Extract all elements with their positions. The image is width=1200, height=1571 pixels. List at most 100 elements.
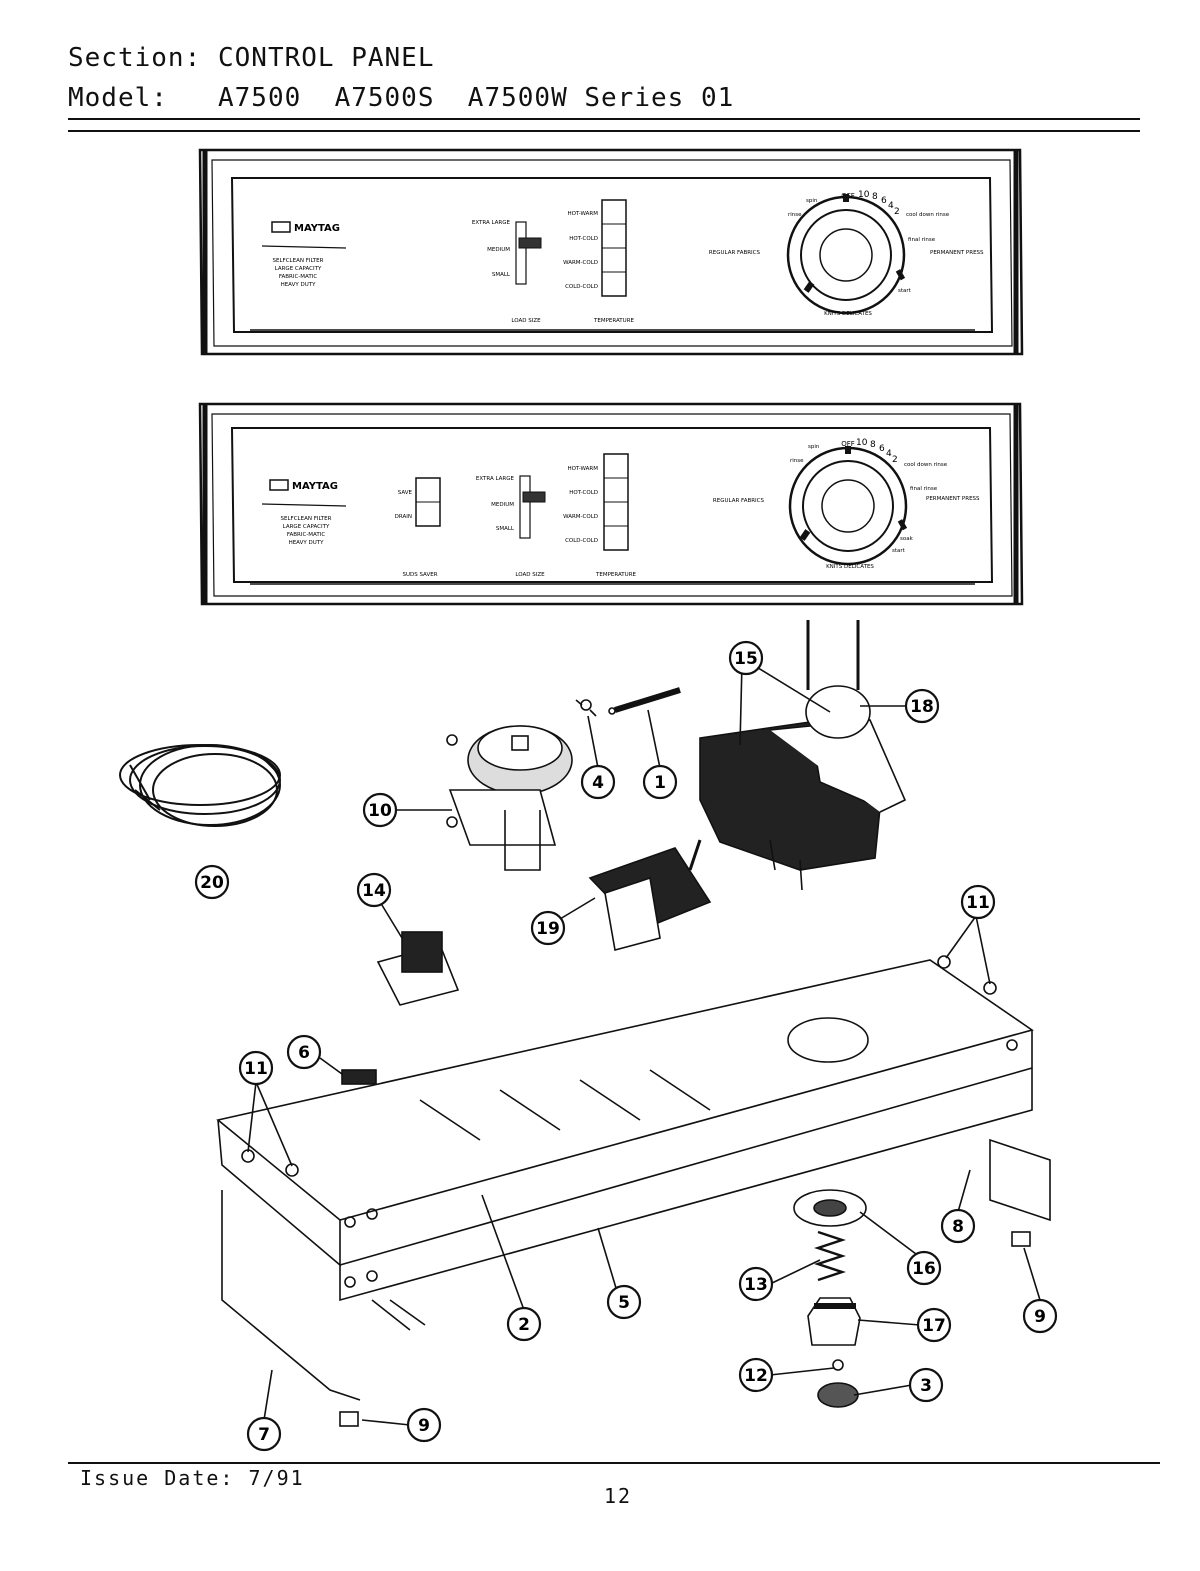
callout-label: 14 [362, 881, 386, 901]
callout-label: 20 [200, 873, 224, 893]
control-panel-bottom: MAYTAG SELFCLEAN FILTER LARGE CAPACITY F… [198, 402, 1024, 606]
dial-label: final rinse [908, 237, 936, 243]
dial-label: PERMANENT PRESS [926, 496, 980, 502]
callout-label: 13 [744, 1275, 768, 1295]
callout-label: 10 [368, 801, 392, 821]
callout-label: 18 [910, 697, 934, 717]
load-size-slider [515, 221, 527, 285]
callout-marker: 12 [738, 1357, 774, 1393]
header-rule [68, 118, 1140, 120]
load-size-option: EXTRA LARGE [472, 220, 511, 226]
dial-label: REGULAR FABRICS [709, 250, 761, 256]
callout-marker: 7 [246, 1416, 282, 1452]
section-label: SUDS SAVER [402, 572, 437, 578]
dial-label: final rinse [910, 486, 938, 492]
spring-icon [608, 687, 681, 715]
bracket-icon [989, 1138, 1051, 1222]
callout-label: 3 [920, 1376, 932, 1396]
page-header: Section:CONTROL PANEL Model:A7500 A7500S… [68, 38, 734, 118]
callout-marker: 13 [738, 1266, 774, 1302]
dial-label: KNITS DELICATES [826, 564, 874, 570]
dial-number: 4 [886, 449, 892, 459]
feature-text: HEAVY DUTY [289, 540, 325, 546]
callout-label: 16 [912, 1259, 936, 1279]
temperature-option: COLD-COLD [565, 284, 598, 290]
clip-icon [339, 1411, 359, 1427]
dial-number: 8 [872, 192, 878, 202]
callout-label: 9 [418, 1416, 430, 1436]
knob-assembly-icon [793, 1189, 867, 1408]
dial-number: 10 [856, 438, 868, 448]
model-line: Model:A7500 A7500S A7500W Series 01 [68, 78, 734, 118]
callout-label: 11 [966, 893, 990, 913]
wire-harness-icon [119, 744, 281, 827]
dial-number: 6 [881, 196, 887, 206]
dial-marker-icon [895, 269, 906, 281]
load-size-slider-knob [518, 237, 542, 249]
feature-text: HEAVY DUTY [281, 282, 317, 288]
feature-text: LARGE CAPACITY [283, 524, 330, 530]
callout-label: 2 [518, 1315, 530, 1335]
callout-markers: 1 2 3 4 5 6 7 8 9 9 10 11 11 12 13 14 15… [194, 640, 1058, 1452]
feature-text: FABRIC-MATIC [287, 532, 326, 538]
issue-date: Issue Date: 7/91 [80, 1466, 305, 1490]
callout-label: 4 [592, 773, 604, 793]
load-size-option: MEDIUM [487, 247, 510, 253]
section-value: CONTROL PANEL [218, 43, 435, 73]
callout-marker: 6 [286, 1034, 322, 1070]
maytag-logo-icon [269, 479, 289, 491]
callout-marker: 1 [642, 764, 678, 800]
dial-number: 8 [870, 440, 876, 450]
callout-label: 5 [618, 1293, 630, 1313]
dial-marker-icon [799, 529, 811, 541]
dial-label: rinse [788, 212, 802, 218]
console-base-icon [216, 959, 1034, 1401]
suds-option: DRAIN [395, 514, 412, 520]
callout-marker: 14 [356, 872, 392, 908]
load-size-slider-knob [522, 491, 546, 503]
clip-icon [341, 1069, 377, 1085]
dial-number: 4 [888, 201, 894, 211]
feature-text: SELFCLEAN FILTER [273, 258, 324, 264]
temperature-option: HOT-COLD [569, 490, 598, 496]
load-size-option: SMALL [496, 526, 515, 532]
dial-number: 2 [894, 207, 900, 217]
temperature-option: HOT-WARM [567, 211, 598, 217]
screw-icon [937, 955, 951, 969]
callout-label: 6 [298, 1043, 310, 1063]
dial-label: soak [900, 536, 914, 542]
callout-label: 17 [922, 1316, 946, 1336]
dial-label: start [898, 288, 912, 294]
clip-icon [1011, 1231, 1031, 1247]
section-line: Section:CONTROL PANEL [68, 38, 734, 78]
callout-label: 7 [258, 1425, 270, 1445]
footer-rule [68, 1462, 1160, 1464]
brand-label: MAYTAG [292, 481, 338, 492]
dial-label: cool down rinse [904, 462, 948, 468]
callout-marker: 11 [238, 1050, 274, 1086]
section-label: LOAD SIZE [511, 318, 541, 324]
callout-marker: 11 [960, 884, 996, 920]
callout-marker: 2 [506, 1306, 542, 1342]
section-label: LOAD SIZE [515, 572, 545, 578]
callout-marker: 19 [530, 910, 566, 946]
callout-label: 12 [744, 1366, 768, 1386]
dial-marker-icon [803, 281, 815, 293]
dial-label: spin [808, 444, 820, 450]
suds-option: SAVE [398, 490, 413, 496]
fastener-icon [371, 1299, 426, 1331]
dial-label: REGULAR FABRICS [713, 498, 765, 504]
callout-marker: 16 [906, 1250, 942, 1286]
section-label: TEMPERATURE [593, 318, 635, 324]
dial-label: KNITS DELICATES [824, 311, 872, 317]
dial-off-label: OFF [841, 440, 855, 448]
temperature-option: HOT-COLD [569, 236, 598, 242]
callout-marker: 15 [728, 640, 764, 676]
load-size-slider [519, 475, 531, 539]
dial-label: start [892, 548, 906, 554]
dial-number: 6 [879, 444, 885, 454]
switch-assembly-icon [699, 620, 907, 891]
feature-text: FABRIC-MATIC [279, 274, 318, 280]
timer-motor-icon [446, 725, 573, 871]
callout-label: 19 [536, 919, 560, 939]
